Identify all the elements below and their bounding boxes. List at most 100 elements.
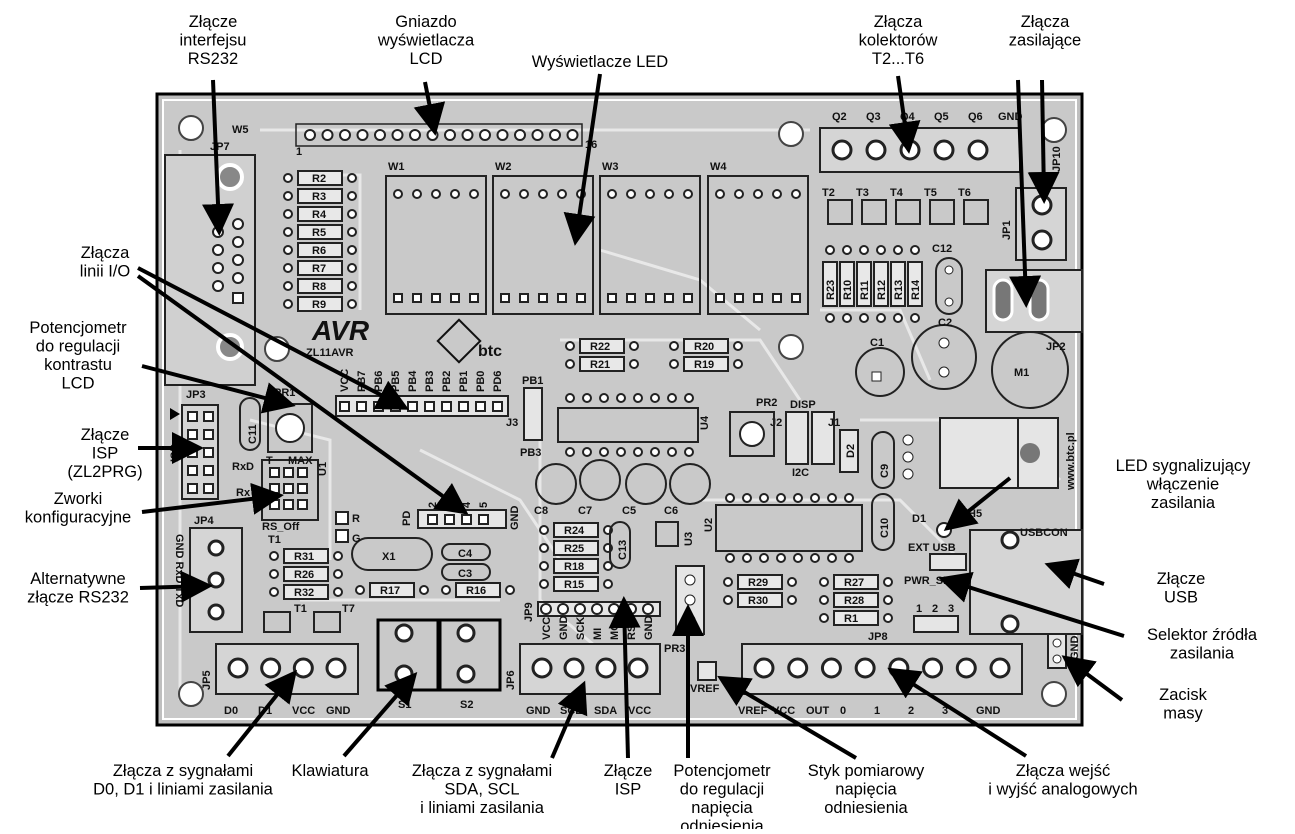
resistor-label: R30 [748, 595, 768, 607]
resistor [553, 558, 599, 574]
resistor [873, 261, 889, 307]
c6-label: C6 [664, 505, 678, 517]
c13-label: C13 [617, 540, 629, 560]
port-label: PB0 [475, 371, 487, 392]
c10-label: C10 [879, 518, 891, 538]
terminal-screw [967, 139, 989, 161]
lcd-pin [444, 129, 456, 141]
callout-line: do regulacji [680, 781, 764, 799]
resistor [579, 338, 625, 354]
lcd-pin [356, 129, 369, 141]
callout-line: Złącze [604, 762, 653, 780]
c4-label: C4 [458, 548, 473, 560]
pb3-label: PB3 [520, 447, 541, 459]
resistor-label: R17 [380, 585, 400, 597]
port-label: PD6 [492, 371, 504, 392]
terminal-label: GND [976, 705, 1001, 717]
resistor [907, 261, 923, 307]
resistor-label: R1 [844, 613, 858, 625]
callout-line: napięcia [691, 799, 753, 817]
callout-line: SDA, SCL [444, 781, 519, 799]
terminal-screw [854, 657, 876, 679]
resistor [297, 170, 343, 186]
callout-line: Styk pomiarowy [808, 762, 925, 780]
resistor-label: R12 [876, 280, 888, 300]
resistor-label: R20 [694, 341, 714, 353]
display-label: W1 [388, 161, 405, 173]
c13-u3: C13 U3 [609, 521, 695, 569]
collector-label: Q3 [866, 111, 881, 123]
resistor [455, 582, 501, 598]
callout-line: złącze RS232 [27, 589, 129, 607]
callout-line: Złącza [81, 244, 130, 262]
resistor [737, 592, 783, 608]
lcd-pin [339, 129, 351, 141]
port-label: PB4 [407, 370, 419, 392]
resistor [297, 296, 343, 312]
resistor [283, 566, 329, 582]
avr-logo-text: AVR [311, 315, 370, 346]
led-display [707, 175, 809, 315]
usb-connector: USBCON EXT USB PWR_SEL D1 H5 [904, 508, 1083, 635]
terminal-label: GND [326, 705, 351, 717]
resistor [297, 188, 343, 204]
callout-line: LCD [61, 375, 94, 393]
resistor-label: R31 [294, 551, 314, 563]
callout-line: Złącze [81, 426, 130, 444]
model-label: ZL11AVR [306, 347, 354, 359]
callout-line: odniesienia [680, 818, 764, 830]
s1-label: S1 [398, 699, 411, 711]
terminal-label: 0 [840, 705, 846, 717]
resistor [297, 278, 343, 294]
lcd-pin [374, 129, 386, 141]
resistor [737, 574, 783, 590]
jp9-pin-label: MI [592, 628, 604, 640]
lcd-pin [479, 129, 491, 141]
resistor [297, 260, 343, 276]
callout-line: Zworki [54, 490, 103, 508]
resistor-label: R4 [312, 209, 327, 221]
callout-line: Potencjometr [673, 762, 771, 780]
transistors-t1-t7: T1 T7 [263, 603, 355, 633]
transistor-label: T6 [958, 187, 971, 199]
callout-line: Alternatywne [30, 570, 125, 588]
m1-label: M1 [1014, 367, 1029, 379]
caps-c5-c8: C8 C7 C5 C6 [534, 459, 711, 517]
brand-label: btc [478, 343, 502, 360]
terminal-screw [627, 657, 649, 679]
resistor-label: R6 [312, 245, 326, 257]
terminal-label: 1 [874, 705, 880, 717]
jp9-pin-label: GND [558, 616, 570, 641]
resistor [369, 582, 415, 598]
lcd-pin [426, 129, 439, 141]
resistor-label: R27 [844, 577, 864, 589]
d1-label: D1 [912, 513, 926, 525]
gnd-terminal-label: GND [1069, 636, 1081, 661]
resistor [833, 610, 879, 626]
t1-lower-label: T1 [294, 603, 307, 615]
terminal-label: SDA [594, 705, 617, 717]
resistor-label: R15 [564, 579, 584, 591]
terminal-screw [865, 139, 887, 161]
ground-terminal: GND [1047, 633, 1081, 669]
voltage-regulator: www.btc.pl [902, 417, 1077, 491]
callout-line: do regulacji [36, 338, 120, 356]
callout-line: T2...T6 [872, 50, 924, 68]
callout-line: RS232 [188, 50, 238, 68]
collector-label: GND [998, 111, 1023, 123]
resistor [553, 540, 599, 556]
c5-label: C5 [622, 505, 636, 517]
mounting-holes [178, 115, 1067, 707]
jp3-label: JP3 [186, 389, 206, 401]
rg-leds: R G [335, 511, 361, 545]
jp5-label: JP5 [201, 670, 213, 690]
